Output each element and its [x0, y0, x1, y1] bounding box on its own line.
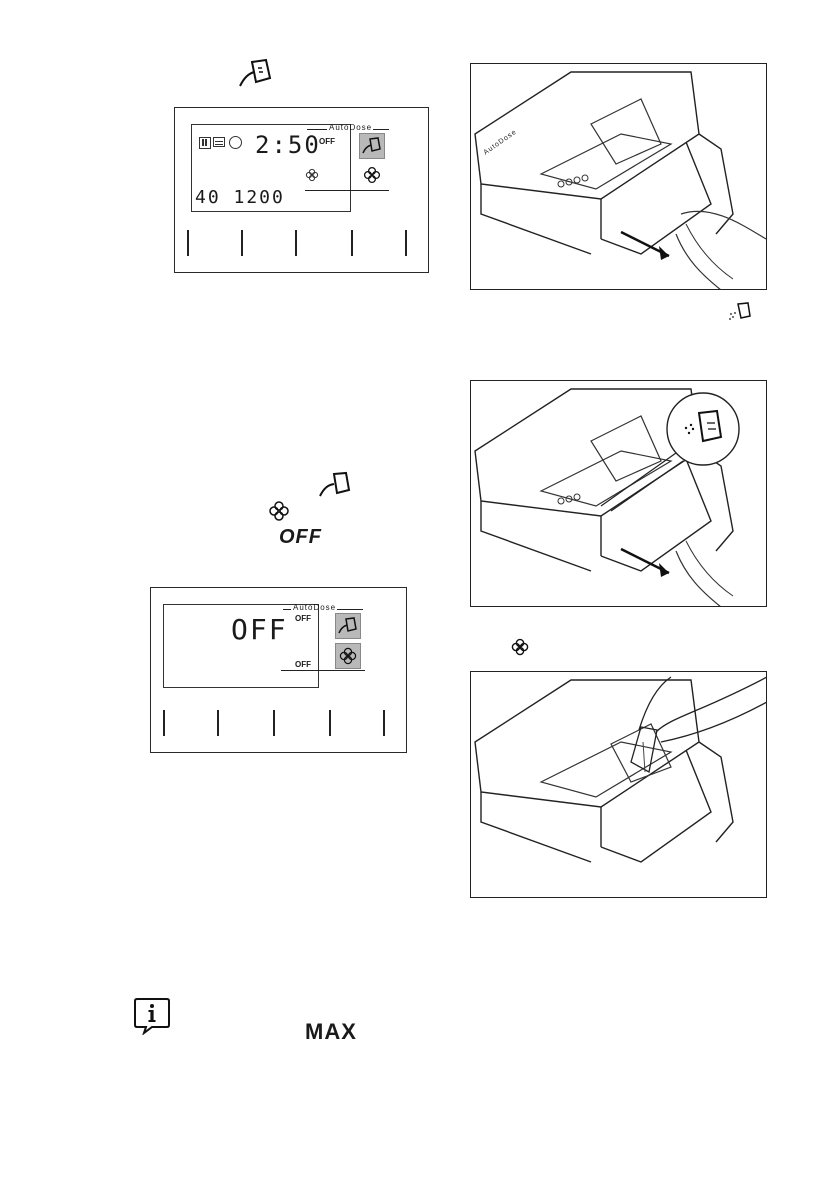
- softener-icon-inline: [268, 500, 290, 522]
- autodose-label: AutoDose: [329, 123, 372, 132]
- off-indicator-top: OFF: [295, 614, 311, 623]
- control-panel-display-1: 2:50 OFF AutoDose 40 1200: [174, 107, 429, 273]
- panel2-button-3[interactable]: [273, 710, 275, 736]
- steam-icon: [213, 137, 225, 147]
- powder-detergent-icon: [727, 300, 757, 324]
- autodose-label-2: AutoDose: [293, 603, 336, 612]
- control-panel-display-2: OFF OFF AutoDose OFF: [150, 587, 407, 753]
- drawer-figure-1: AutoDose: [470, 63, 767, 290]
- detergent-pour-icon: [360, 134, 384, 158]
- panel2-button-5[interactable]: [383, 710, 385, 736]
- drawer-figure-2: [470, 380, 767, 607]
- flower-softener-icon: [363, 166, 381, 184]
- time-readout: 2:50: [255, 131, 321, 159]
- flower-softener-icon: [305, 168, 319, 182]
- softener-button[interactable]: [363, 166, 381, 184]
- softener-icon-inline-right: [510, 637, 530, 657]
- info-icon: [132, 997, 172, 1035]
- detergent-pour-icon: [336, 614, 360, 638]
- detergent-pour-icon: [236, 56, 276, 92]
- autodose-rule-left-2: [283, 609, 291, 610]
- panel-button-5[interactable]: [405, 230, 407, 256]
- panel-button-2[interactable]: [241, 230, 243, 256]
- flower-softener-icon: [268, 500, 290, 522]
- temp-spin-readout: 40 1200: [195, 187, 285, 208]
- max-label: MAX: [305, 1019, 357, 1045]
- spin-icon: [229, 136, 242, 149]
- autodose-detergent-button[interactable]: [359, 133, 385, 159]
- off-indicator-bottom: OFF: [295, 660, 311, 669]
- flower-softener-icon: [336, 644, 360, 668]
- autodose-underline: [305, 190, 389, 191]
- panel2-button-2[interactable]: [217, 710, 219, 736]
- panel-button-4[interactable]: [351, 230, 353, 256]
- drawer-figure-3: [470, 671, 767, 898]
- off-readout: OFF: [231, 613, 288, 646]
- autodose-detergent-button-2[interactable]: [335, 613, 361, 639]
- off-inline-label: OFF: [279, 526, 322, 549]
- panel-button-3[interactable]: [295, 230, 297, 256]
- off-indicator: OFF: [319, 137, 335, 146]
- detergent-pour-icon: [727, 300, 757, 324]
- panel-button-1[interactable]: [187, 230, 189, 256]
- softener-icon-small: [305, 168, 319, 182]
- detergent-pour-icon: [318, 470, 358, 502]
- flower-softener-icon: [510, 637, 530, 657]
- autodose-rule-right: [373, 129, 389, 130]
- panel2-button-1[interactable]: [163, 710, 165, 736]
- autodose-rule-right-2: [337, 609, 363, 610]
- detergent-icon-inline-top: [236, 56, 276, 92]
- pause-icon: [199, 137, 211, 149]
- panel2-button-4[interactable]: [329, 710, 331, 736]
- info-icon: [132, 997, 172, 1035]
- softener-button-2[interactable]: [335, 643, 361, 669]
- autodose-rule-left: [307, 129, 327, 130]
- detergent-icon-inline-mid: [318, 470, 358, 502]
- autodose-underline-2: [281, 670, 365, 671]
